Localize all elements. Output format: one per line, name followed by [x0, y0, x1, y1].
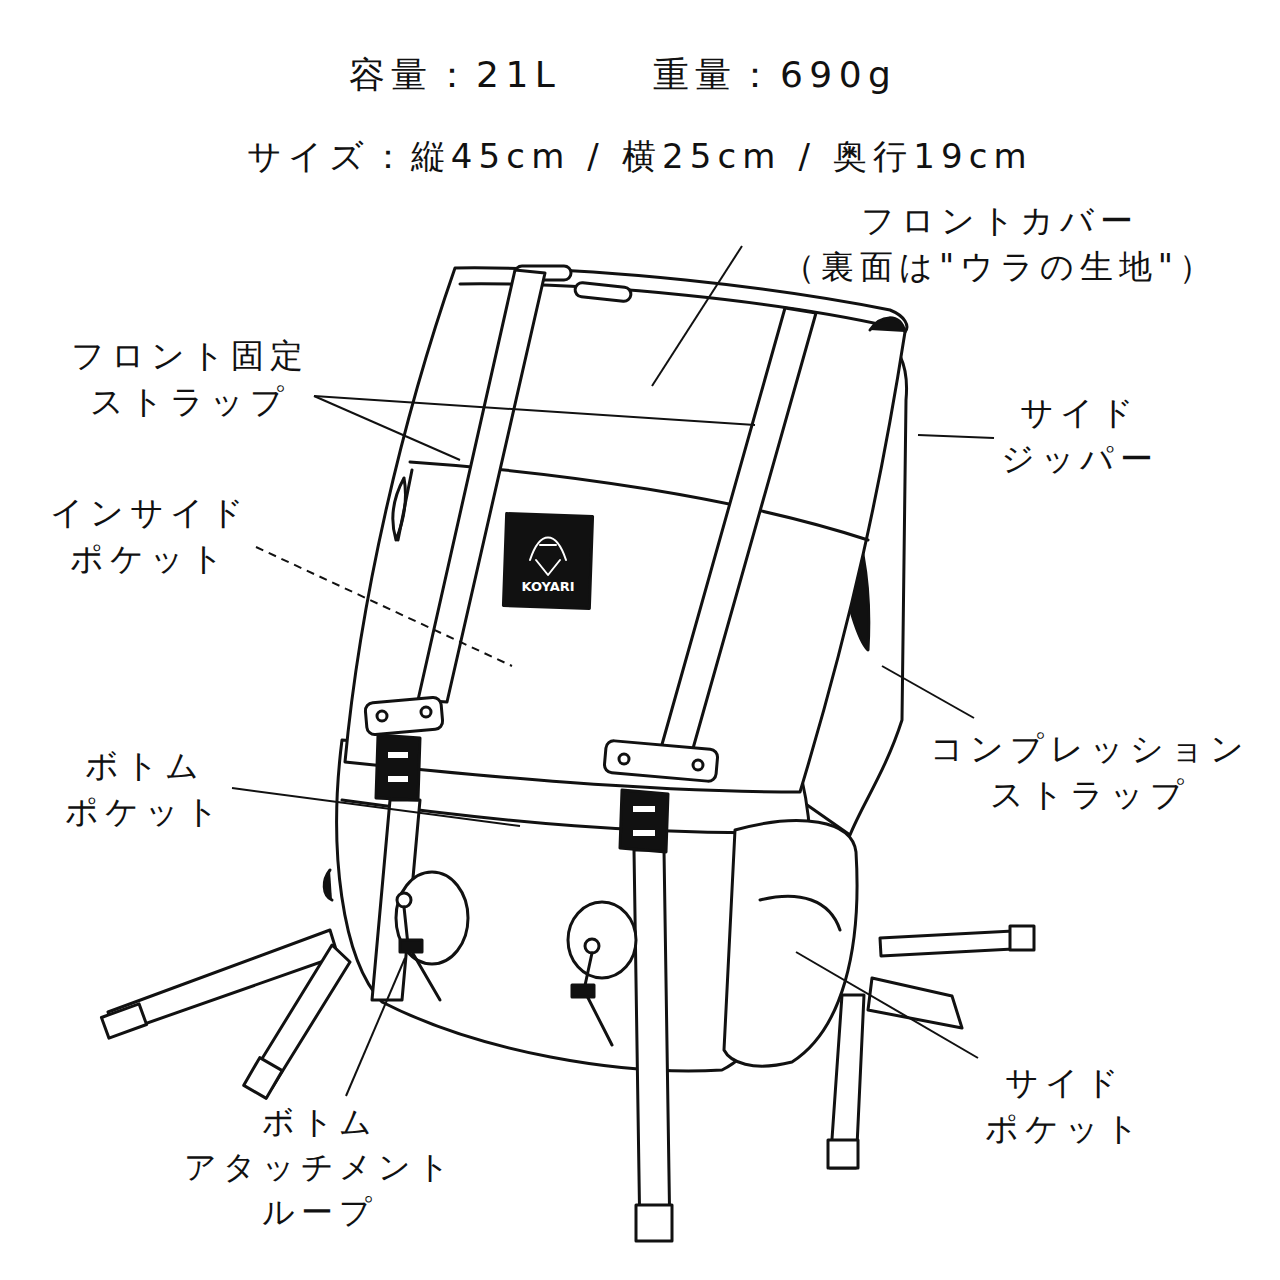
part-label: フロントカバー （裏面は"ウラの生地"）: [782, 198, 1218, 290]
leader-line: [882, 666, 974, 718]
leather-tab: [421, 707, 431, 717]
attachment-loop: [572, 985, 594, 997]
part-label: ボトム アタッチメント ループ: [184, 1100, 455, 1234]
shoulder-strap: [880, 930, 1031, 956]
front-cover: [574, 282, 631, 302]
attachment-loop: [584, 953, 612, 1045]
logo-patch: [530, 538, 566, 576]
leather-tab: [693, 760, 703, 770]
buckle: [633, 806, 655, 812]
logo-patch: [503, 514, 592, 609]
shoulder-strap: [828, 1140, 858, 1168]
backpack-body: [760, 896, 840, 930]
weight-spec: 重量：690g: [653, 50, 898, 100]
leather-tab: [365, 697, 443, 736]
leader-line: [256, 547, 512, 666]
attachment-loop: [396, 872, 636, 1045]
front-strap: [636, 1205, 672, 1241]
front-cover: [345, 266, 907, 792]
leader-line: [918, 435, 994, 438]
front-strap: [661, 308, 816, 752]
capacity-spec: 容量：21L: [349, 50, 562, 100]
attachment-loop: [400, 940, 422, 952]
shoulder-strap: [1010, 926, 1034, 950]
part-label: コンプレッション ストラップ: [930, 726, 1250, 818]
buckle: [376, 735, 420, 800]
front-cover: [393, 478, 406, 540]
logo-patch: [503, 514, 592, 609]
buckle: [388, 752, 408, 758]
buckle: [620, 790, 668, 852]
shoulder-strap: [101, 1004, 146, 1038]
buckle: [388, 776, 408, 782]
leader-line: [796, 952, 978, 1058]
part-label: サイド ポケット: [985, 1060, 1145, 1152]
part-label: ボトム ポケット: [65, 743, 225, 835]
attachment-loop: [396, 872, 468, 964]
leader-line: [314, 396, 755, 425]
buckle: [376, 735, 668, 852]
size-spec: サイズ：縦45cm / 横25cm / 奥行19cm: [247, 133, 1033, 181]
leader-line: [346, 958, 405, 1096]
part-label: サイド ジッパー: [1001, 390, 1160, 482]
front-strap: [372, 270, 816, 1241]
buckle: [633, 830, 655, 836]
leader-line: [652, 246, 742, 386]
front-cover: [870, 318, 905, 332]
leader-line: [314, 396, 460, 460]
front-strap: [634, 850, 670, 1240]
backpack-body: [324, 870, 332, 900]
shoulder-strap: [244, 1058, 283, 1099]
attachment-loop: [585, 939, 599, 953]
part-label: フロント固定 ストラップ: [71, 333, 309, 425]
leather-tab: [604, 740, 718, 782]
front-strap: [418, 270, 545, 702]
front-cover: [345, 268, 907, 792]
leather-tab: [619, 754, 629, 764]
leather-tab: [377, 711, 387, 721]
attachment-loop: [397, 893, 411, 907]
brand-logo: KOYARI: [521, 578, 574, 596]
backpack-body: [724, 821, 857, 1067]
leader-line: [232, 788, 520, 826]
part-label: インサイド ポケット: [50, 490, 250, 582]
attachment-loop: [568, 902, 636, 978]
